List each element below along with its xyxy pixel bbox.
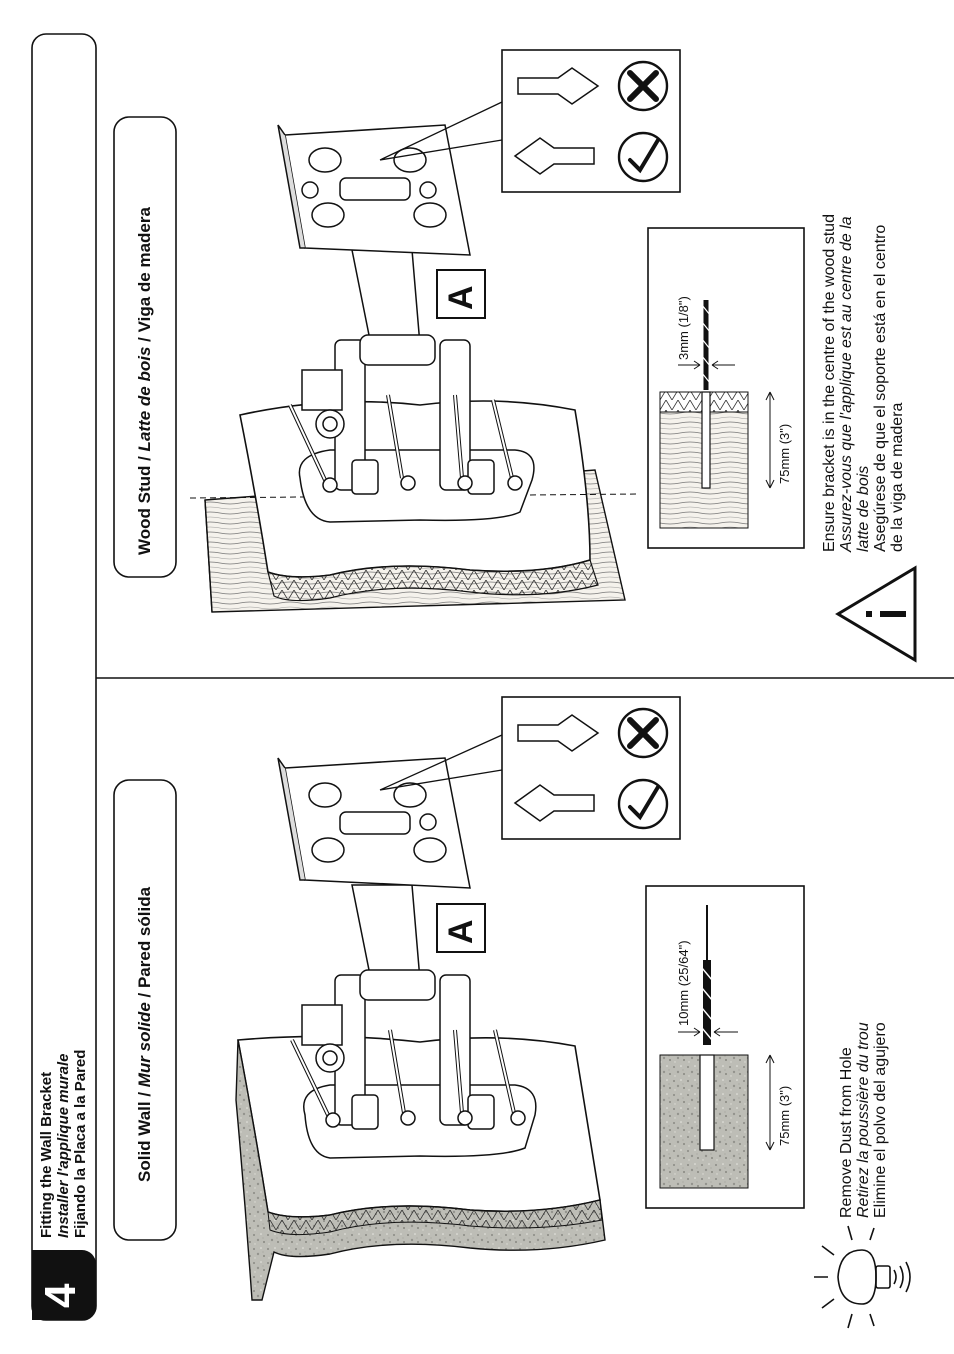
check-circle-icon-2 <box>617 778 669 830</box>
solid-depth: 75mm (3") <box>777 1085 792 1146</box>
solid-heading: Solid Wall / Mur solide / Pared sólida <box>135 887 155 1182</box>
solid-heading-fr: Mur solide <box>135 1002 154 1088</box>
solid-callout-arrows <box>513 714 600 822</box>
wood-part-a-box <box>436 269 486 319</box>
solid-part-label: A <box>442 919 480 944</box>
check-circle-icon <box>617 131 669 183</box>
wood-heading-sep2: / <box>135 332 154 347</box>
warning-es-1: Asegúrese de que el soporte está en el c… <box>872 224 889 552</box>
warning-es-2: de la viga de madera <box>889 402 906 552</box>
step-title-fr: Installer l'applique murale <box>55 1053 72 1238</box>
wood-callout-arrow-good <box>513 137 595 175</box>
solid-part-a-box <box>436 903 486 953</box>
tip-en: Remove Dust from Hole <box>838 1047 855 1218</box>
step-title-en: Fitting the Wall Bracket <box>38 1071 55 1238</box>
wood-heading: Wood Stud / Latte de bois / Viga de made… <box>135 207 155 555</box>
solid-heading-sep2: / <box>135 988 154 1003</box>
solid-heading-sep: / <box>135 1087 154 1102</box>
warning-fr-1: Assurez-vous que l'applique est au centr… <box>838 216 855 552</box>
cross-circle-icon <box>617 60 669 112</box>
warning-en: Ensure bracket is in the centre of the w… <box>821 214 838 552</box>
step-number: 4 <box>36 1283 85 1308</box>
solid-heading-pill <box>113 779 177 1241</box>
solid-drill-size: 10mm (25/64") <box>676 940 691 1026</box>
wood-heading-en: Wood Stud <box>135 465 154 555</box>
solid-heading-es: Pared sólida <box>135 886 154 989</box>
wood-part-label: A <box>442 285 480 310</box>
wood-callout-arrow-bad <box>517 67 600 105</box>
step-title-es: Fijando la Placa a la Pared <box>72 1049 89 1238</box>
tip-es: Elimine el polvo del agujero <box>872 1022 889 1218</box>
wood-depth: 75mm (3") <box>777 423 792 484</box>
wood-heading-es: Viga de madera <box>135 207 154 333</box>
wood-drill-size: 3mm (1/8") <box>676 296 691 360</box>
concrete-wall <box>235 1035 606 1301</box>
tip-fr: Retirez la poussière du trou <box>855 1022 872 1218</box>
wood-heading-fr: Latte de bois <box>135 346 154 452</box>
solid-heading-en: Solid Wall <box>135 1101 154 1182</box>
wall-bracket-solid <box>277 757 537 1159</box>
cross-circle-icon-2 <box>617 707 669 759</box>
wall-bracket-wood <box>277 124 535 523</box>
warning-fr-2: latte de bois <box>855 465 872 552</box>
wood-heading-pill <box>113 116 177 578</box>
warning-triangle-icon <box>835 565 917 663</box>
lightbulb-icon <box>814 1225 911 1329</box>
wood-heading-sep: / <box>135 451 154 466</box>
